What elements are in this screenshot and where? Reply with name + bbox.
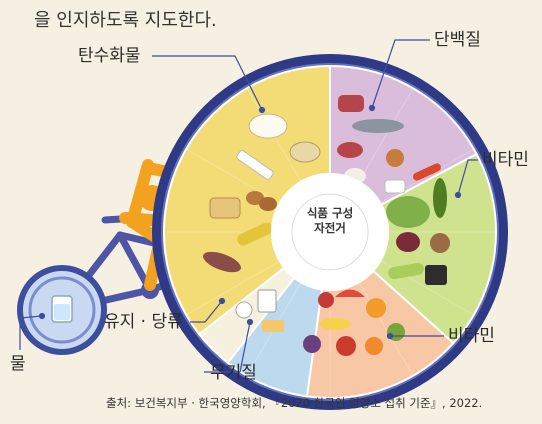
callout-vitamin-bottom: 비타민 bbox=[448, 326, 495, 346]
wheel-spoke bbox=[185, 148, 281, 204]
callout-lines bbox=[19, 39, 478, 373]
callout-vitamin-top: 비타민 bbox=[482, 150, 529, 170]
center-title: 식품 구성 자전거 bbox=[290, 206, 370, 236]
wheel-spoke bbox=[185, 260, 281, 316]
center-title-line2: 자전거 bbox=[314, 221, 346, 235]
back-wheel bbox=[17, 265, 107, 355]
callout-water: 물 bbox=[10, 354, 26, 374]
wheel-spoke bbox=[358, 281, 414, 377]
center-title-line1: 식품 구성 bbox=[306, 206, 354, 220]
source-text: 출처: 보건복지부 · 한국영양학회, 『2020 한국인 영양소 섭취 기준』… bbox=[106, 396, 483, 410]
callout-minerals: 무기질 bbox=[210, 363, 257, 383]
callout-carbs: 탄수화물 bbox=[78, 46, 141, 66]
callout-fat-sugar: 유지 · 당류 bbox=[104, 312, 183, 332]
header-text: 을 인지하도록 지도한다. bbox=[34, 10, 217, 31]
wheel-spoke bbox=[358, 87, 414, 183]
callout-protein: 단백질 bbox=[434, 30, 481, 50]
